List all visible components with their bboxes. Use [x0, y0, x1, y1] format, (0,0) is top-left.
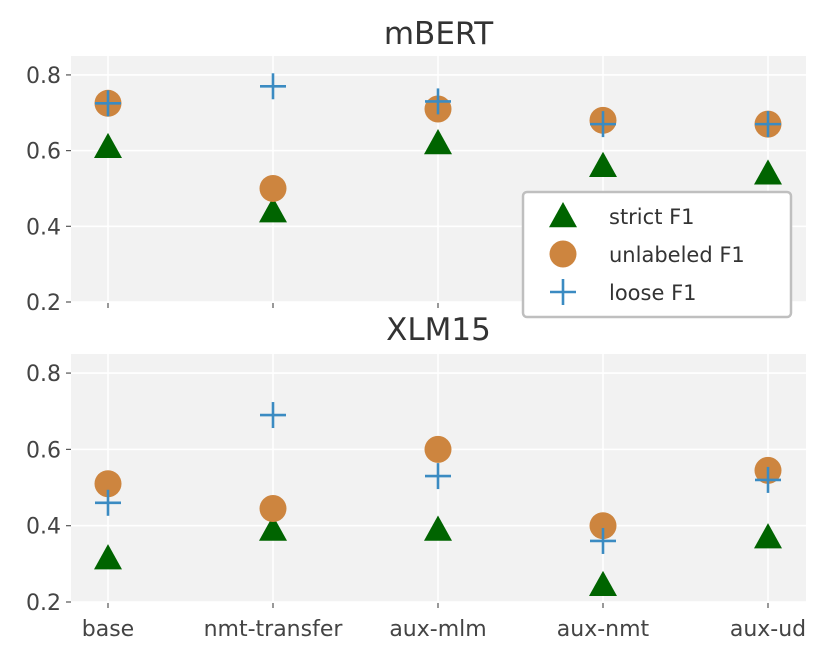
triangle-marker: [259, 197, 287, 223]
y-tick-label: 0.4: [26, 515, 61, 540]
xlm15-marks: [94, 402, 782, 597]
legend-label: unlabeled F1: [609, 243, 745, 267]
plus-marker: [755, 466, 781, 493]
triangle-marker: [754, 523, 782, 549]
triangle-marker: [94, 544, 122, 570]
triangle-marker: [589, 151, 617, 177]
plus-marker: [260, 73, 286, 100]
triangle-marker: [424, 515, 452, 541]
y-tick-label: 0.6: [26, 438, 61, 463]
triangle-marker: [94, 132, 122, 159]
triangle-marker: [589, 570, 617, 597]
triangle-marker: [259, 515, 287, 541]
circle-marker: [589, 512, 617, 540]
mbert-marks: [94, 73, 782, 223]
xlm15-panel: 0.2 0.4 0.6 0.8 base nmt-transfer aux-mlm aux-n…: [26, 312, 806, 642]
x-tick-label: nmt-transfer: [204, 617, 344, 642]
legend-box: [521, 190, 793, 319]
x-tick-label: aux-ud: [730, 617, 806, 642]
x-tick-label: aux-mlm: [389, 617, 486, 642]
y-tick-label: 0.2: [26, 291, 61, 316]
legend-plus-icon: [550, 279, 576, 305]
triangle-marker: [754, 159, 782, 185]
plus-marker: [425, 88, 451, 115]
mbert-panel: 0.2 0.4 0.6 0.8 mBERT: [26, 16, 806, 316]
legend-label: loose F1: [609, 281, 697, 305]
circle-marker: [259, 495, 287, 523]
y-tick-label: 0.6: [26, 140, 61, 165]
triangle-marker: [424, 129, 452, 155]
x-tick-label: base: [82, 617, 134, 642]
circle-marker: [424, 435, 452, 463]
legend-circle-icon: [549, 240, 577, 268]
legend-label: strict F1: [609, 205, 695, 229]
x-tick-label: aux-nmt: [557, 617, 650, 642]
plus-marker: [260, 402, 286, 429]
y-tick-label: 0.4: [26, 215, 61, 240]
circle-marker: [259, 174, 287, 202]
legend: strict F1 unlabeled F1 loose F1: [521, 190, 793, 319]
mbert-ticks: 0.2 0.4 0.6 0.8: [26, 64, 769, 316]
plus-marker: [95, 489, 121, 516]
legend-triangle-icon: [549, 202, 577, 228]
circle-marker: [94, 470, 122, 498]
plus-marker: [755, 111, 781, 138]
plus-marker: [590, 527, 616, 554]
plus-marker: [425, 463, 451, 490]
y-tick-label: 0.2: [26, 591, 61, 616]
plus-marker: [95, 90, 121, 117]
plus-marker: [590, 111, 616, 138]
y-tick-label: 0.8: [26, 362, 61, 387]
xlm15-title: XLM15: [386, 312, 491, 348]
mbert-title: mBERT: [384, 16, 494, 52]
y-tick-label: 0.8: [26, 64, 61, 89]
xlm15-ticks: 0.2 0.4 0.6 0.8 base nmt-transfer aux-mlm aux-n…: [26, 362, 806, 642]
